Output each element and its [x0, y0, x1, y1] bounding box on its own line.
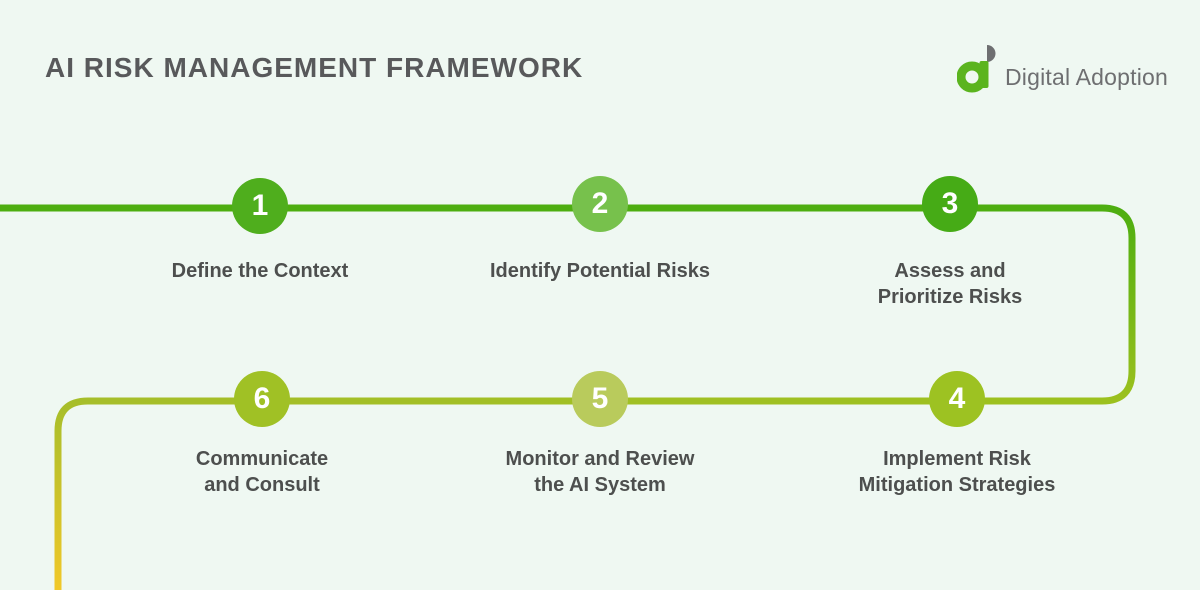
step-label-line: Assess and [894, 260, 1006, 282]
step-label-assess-and-prioritize-risks: Assess and Prioritize Risks [790, 258, 1110, 310]
step-circle-3: 3 [922, 176, 978, 232]
step-label-monitor-and-review-the-ai-system: Monitor and Review the AI System [440, 446, 760, 498]
step-label-line: Identify Potential Risks [489, 260, 711, 282]
step-number: 5 [591, 382, 609, 415]
page-title: AI RISK MANAGEMENT FRAMEWORK [45, 52, 584, 83]
step-label-implement-risk-mitigation-strategies: Implement Risk Mitigation Strategies [797, 446, 1117, 498]
step-label-line: Communicate [195, 448, 329, 470]
flow-segment-left-tail [54, 397, 89, 590]
step-label-line: Define the Context [171, 260, 349, 282]
step-circle-4: 4 [929, 371, 985, 427]
step-number: 4 [948, 382, 966, 415]
step-label-communicate-and-consult: Communicate and Consult [102, 446, 422, 498]
step-circle-6: 6 [234, 371, 290, 427]
step-label-line: Implement Risk [883, 448, 1031, 470]
brand-name: Digital Adoption [1004, 64, 1168, 90]
step-number: 6 [253, 382, 271, 415]
step-number: 3 [941, 187, 959, 220]
brand-logo: Digital Adoption [956, 44, 1168, 94]
step-label-line: and Consult [204, 474, 320, 496]
step-label-line: Monitor and Review [505, 448, 695, 470]
step-number: 2 [591, 187, 609, 220]
step-label-line: Prioritize Risks [877, 286, 1023, 308]
step-circle-2: 2 [572, 176, 628, 232]
step-label-line: Mitigation Strategies [858, 474, 1056, 496]
flow-segment-right-turn [1101, 204, 1136, 405]
step-circle-1: 1 [232, 178, 288, 234]
step-label-define-the-context: Define the Context [100, 258, 420, 284]
step-label-identify-potential-risks: Identify Potential Risks [440, 258, 760, 284]
step-label-line: the AI System [534, 474, 666, 496]
step-circle-5: 5 [572, 371, 628, 427]
step-number: 1 [251, 189, 269, 222]
brand-mark-icon [956, 45, 996, 93]
